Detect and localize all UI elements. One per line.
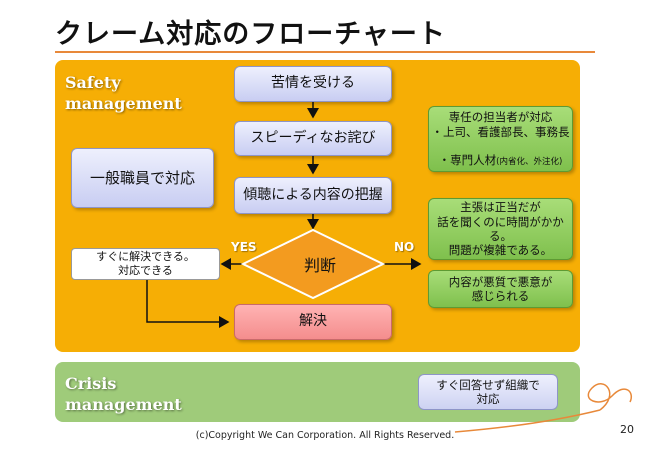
dedicated-line2: ・上司、看護部長、事務長	[431, 124, 570, 139]
crisis-management-label: Crisis management	[65, 374, 182, 414]
dedicated-staff-box: 専任の担当者が対応 ・上司、看護部長、事務長 ・専門人材(内省化、外注化)	[428, 106, 573, 172]
malicious-content-box: 内容が悪質で悪意が 感じられる	[428, 270, 573, 308]
page-number: 20	[620, 423, 634, 436]
no-result-box: 主張は正当だが 話を聞くのに時間がかかる。 問題が複雑である。	[428, 198, 573, 260]
title-underline	[55, 51, 595, 53]
copyright-text: (c)Copyright We Can Corporation. All Rig…	[195, 430, 455, 441]
decorative-heart-swirl	[587, 383, 632, 411]
page-title: クレーム対応のフローチャート	[55, 19, 446, 50]
crisis-action-box: すぐ回答せず組織で 対応	[418, 374, 558, 410]
safety-management-label: Safety management	[65, 73, 182, 113]
yes-label: YES	[231, 240, 257, 254]
step-listen-understand: 傾聴による内容の把握	[234, 177, 392, 214]
arrow-yes-resolve	[146, 280, 230, 328]
dedicated-title: 専任の担当者が対応	[448, 110, 553, 125]
step-quick-apology: スピーディなお詫び	[234, 121, 392, 156]
yes-result-box: すぐに解決できる。 対応できる	[71, 248, 220, 280]
step-receive-complaint: 苦情を受ける	[234, 66, 392, 102]
dedicated-line3-note: (内省化、外注化)	[496, 157, 563, 168]
decision-diamond	[240, 228, 386, 300]
decision-label: 判断	[303, 256, 336, 275]
general-staff-box: 一般職員で対応	[71, 148, 214, 208]
dedicated-line3-text: ・専門人材	[438, 153, 497, 168]
decorative-swirl	[454, 409, 601, 433]
resolve-box: 解決	[234, 304, 392, 340]
dedicated-line3: ・専門人材(内省化、外注化)	[439, 139, 563, 168]
no-label: NO	[394, 240, 415, 254]
